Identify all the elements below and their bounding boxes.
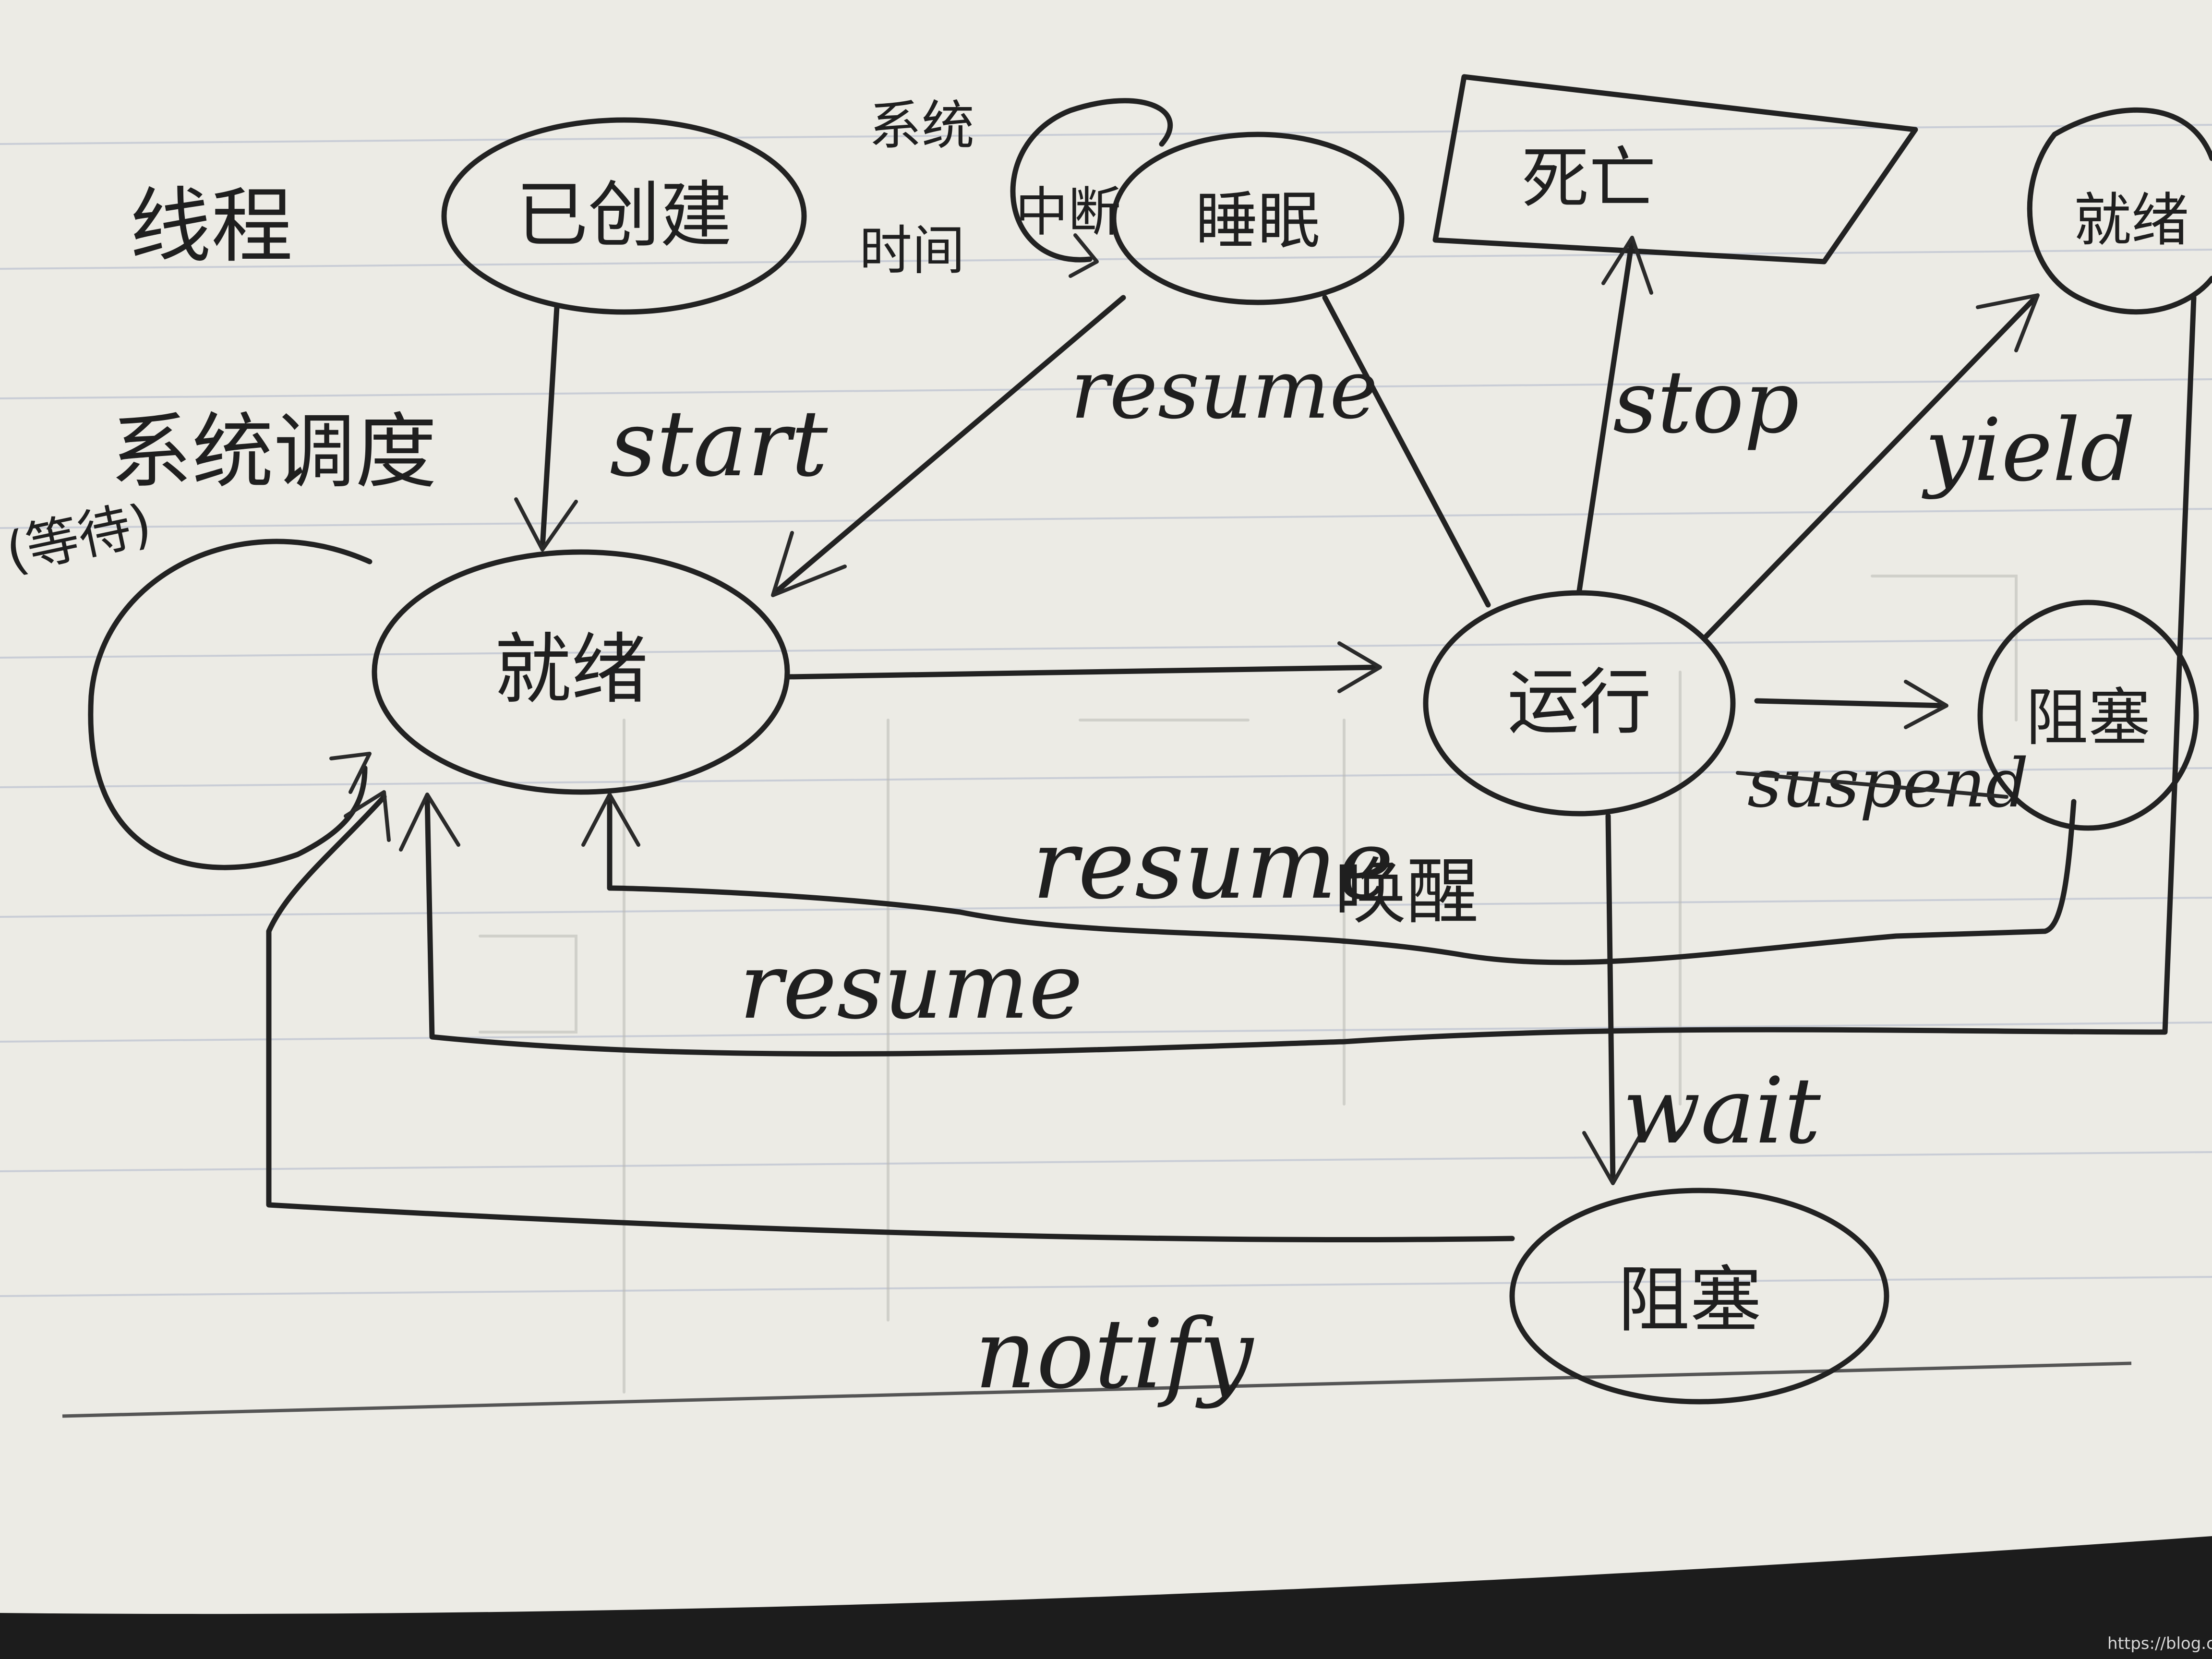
edge-stop-label: stop bbox=[1613, 352, 1799, 453]
state-dead-label: 死亡 bbox=[1522, 140, 1656, 218]
annotation-system: 系统 bbox=[869, 95, 974, 156]
state-running-label: 运行 bbox=[1507, 661, 1651, 745]
watermark: https://blog.csdn.net/chiyu bbox=[2107, 1634, 2212, 1653]
annotation-time: 时间 bbox=[859, 220, 965, 281]
edge-wait-label: wait bbox=[1623, 1058, 1821, 1164]
state-ready-label: 就绪 bbox=[494, 625, 648, 714]
state-blocked-wait-label: 阻塞 bbox=[1618, 1259, 1762, 1342]
state-blocked-suspend-label: 阻塞 bbox=[2026, 681, 2151, 754]
edge-wake-label: 唤醒 bbox=[1334, 851, 1479, 934]
edge-resume-sleep-label: resume bbox=[1070, 342, 1378, 437]
state-sleeping-label: 睡眠 bbox=[1195, 184, 1320, 257]
state-created-label: 已创建 bbox=[516, 174, 732, 257]
diagram-title: 线程 bbox=[130, 179, 293, 274]
edge-notify-label: notify bbox=[974, 1298, 1255, 1410]
edge-start-label: start bbox=[610, 391, 828, 497]
edge-yield-label: yield bbox=[1922, 400, 2136, 501]
annotation-system-schedule: 系统调度 bbox=[110, 405, 437, 500]
state-interrupt-label: 中断 bbox=[1015, 181, 1121, 243]
edge-resume-bottom-label: resume bbox=[739, 933, 1083, 1039]
state-yield-target-label: 就绪 bbox=[2074, 187, 2189, 254]
edge-suspend-label: suspend bbox=[1747, 745, 2029, 823]
